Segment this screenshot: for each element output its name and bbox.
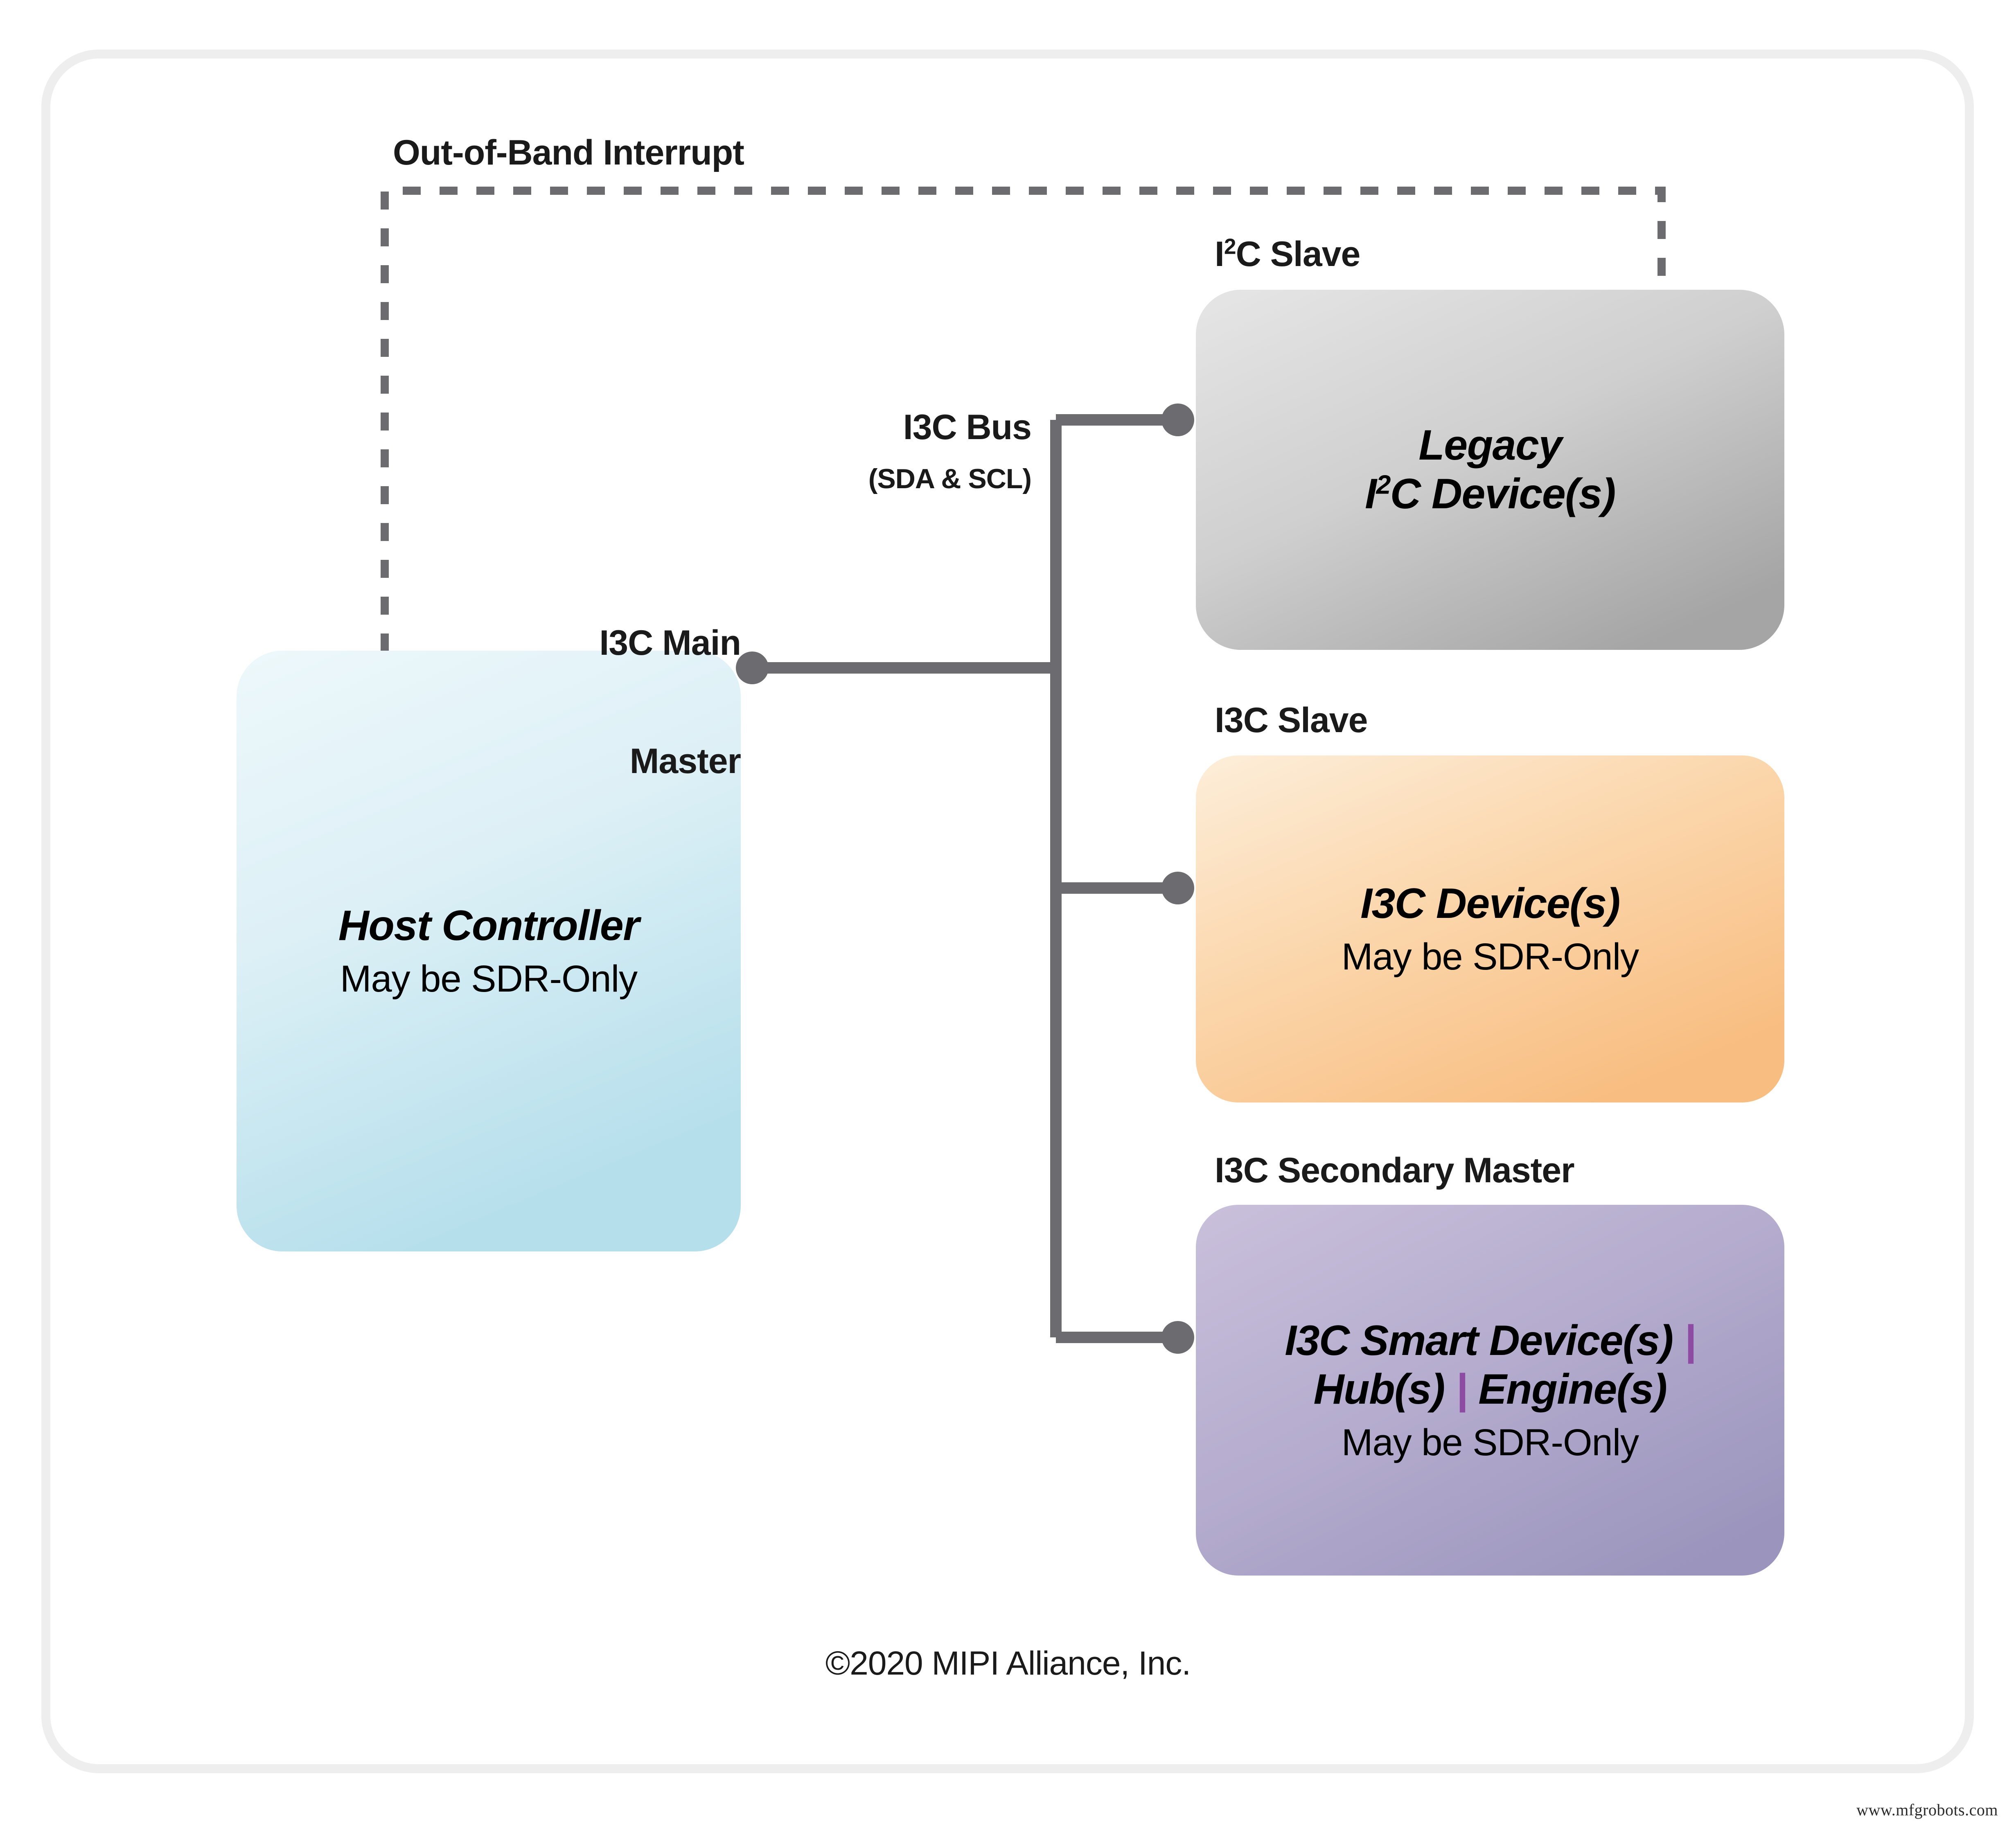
i3c-secondary-master-caption: I3C Secondary Master	[1215, 1151, 1575, 1190]
i3c-bus-label: I3C Bus (SDA & SCL)	[728, 393, 1032, 509]
dot-host	[736, 651, 769, 684]
i3c-slave-caption: I3C Slave	[1215, 701, 1368, 740]
out-of-band-interrupt-line	[381, 187, 1666, 651]
secondary-title-separator-1: |	[1684, 1317, 1696, 1364]
secondary-title-line2: Hub(s) | Engine(s)	[1196, 1365, 1784, 1414]
copyright-footer: ©2020 MIPI Alliance, Inc.	[825, 1645, 1191, 1682]
i3c-main-master-caption-line2: Master	[629, 741, 741, 781]
i3c-secondary-master-box-text: I3C Smart Device(s) | Hub(s) | Engine(s)…	[1196, 1205, 1784, 1576]
site-watermark: www.mfgrobots.com	[1856, 1801, 1998, 1819]
dot-secondary	[1161, 1321, 1194, 1354]
legacy-title-line2-sup: 2	[1376, 470, 1391, 500]
i2c-slave-caption-post: C Slave	[1236, 234, 1361, 274]
legacy-i2c-device-box[interactable]	[1196, 290, 1784, 650]
i3c-bus-label-line1: I3C Bus	[903, 407, 1032, 447]
secondary-title-line2-hub: Hub(s)	[1313, 1365, 1445, 1413]
host-controller-box-text: Host Controller May be SDR-Only	[237, 651, 741, 1251]
i2c-slave-caption-sup: 2	[1224, 234, 1236, 259]
i3c-device-title: I3C Device(s)	[1360, 880, 1620, 927]
host-controller-subtitle: May be SDR-Only	[340, 958, 638, 1000]
i3c-device-subtitle: May be SDR-Only	[1341, 936, 1639, 978]
outer-frame	[41, 50, 1974, 1773]
secondary-subtitle: May be SDR-Only	[1341, 1421, 1639, 1463]
i2c-slave-caption-pre: I	[1215, 234, 1224, 274]
dot-i3c-slave	[1161, 872, 1194, 904]
legacy-i2c-device-box-text: Legacy I2C Device(s)	[1196, 290, 1784, 650]
i3c-bus-wires	[749, 414, 1178, 1343]
secondary-title-separator-2: |	[1456, 1365, 1468, 1413]
host-controller-title: Host Controller	[338, 902, 640, 949]
i3c-device-box[interactable]	[1196, 755, 1784, 1102]
bus-connector-dots	[736, 404, 1194, 1354]
i3c-main-master-caption-line1: I3C Main	[599, 623, 741, 663]
legacy-title-line2: I2C Device(s)	[1196, 470, 1784, 518]
secondary-title-line2-engine: Engine(s)	[1478, 1365, 1667, 1413]
i3c-device-box-text: I3C Device(s) May be SDR-Only	[1196, 755, 1784, 1102]
i3c-bus-label-line2: (SDA & SCL)	[868, 463, 1032, 494]
legacy-title-line2-post: C Device(s)	[1390, 470, 1616, 518]
legacy-title-line2-pre: I	[1365, 470, 1377, 518]
legacy-title-line1: Legacy	[1418, 422, 1562, 469]
i3c-main-master-caption: I3C Main Master	[528, 544, 741, 860]
secondary-title-line1-text: I3C Smart Device(s)	[1285, 1317, 1673, 1364]
out-of-band-interrupt-label: Out-of-Band Interrupt	[393, 133, 744, 172]
i2c-slave-caption: I2C Slave	[1215, 234, 1360, 274]
host-controller-box[interactable]	[237, 651, 741, 1251]
secondary-title-line1: I3C Smart Device(s) |	[1196, 1317, 1784, 1365]
dot-legacy	[1161, 404, 1194, 436]
i3c-secondary-master-box[interactable]	[1196, 1205, 1784, 1576]
